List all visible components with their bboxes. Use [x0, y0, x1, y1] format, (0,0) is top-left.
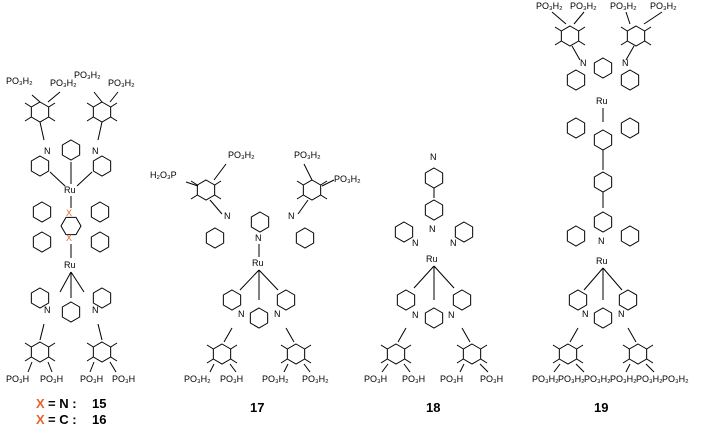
- compound-number-19: 19: [594, 400, 608, 415]
- metal-ru: Ru: [252, 258, 264, 268]
- bottom-label-3: PO₃H: [440, 374, 463, 384]
- metal-ru-2: Ru: [64, 260, 76, 270]
- bottom-label-3: PO₃H: [80, 374, 103, 384]
- n-atom: N: [412, 310, 419, 320]
- n-atom: N: [238, 309, 245, 319]
- top-label-2: PO₃H₂: [570, 1, 597, 11]
- legend-eq-2: = C :: [48, 412, 77, 427]
- compound-17: H₂O₃P PO₃H₂ PO₃H₂ PO₃H₂ N N N Ru N N: [150, 150, 361, 415]
- top-label-4: PO₃H₂: [108, 78, 135, 88]
- n-atom: N: [412, 238, 419, 248]
- n-atom: N: [618, 309, 625, 319]
- bottom-label-1: PO₃H₂: [184, 374, 211, 384]
- bottom-label-5: PO₃H₂: [636, 374, 663, 384]
- bottom-label-2: PO₃H: [220, 374, 243, 384]
- bottom-label-4: PO₃H₂: [302, 374, 329, 384]
- top-label-1: PO₃H₂: [6, 76, 33, 86]
- bottom-label-3: PO₃H₂: [262, 374, 289, 384]
- hetero-x-2: X: [66, 233, 72, 243]
- top-label-2: PO₃H₂: [50, 78, 77, 88]
- top-label-3: PO₃H₂: [294, 150, 321, 160]
- metal-ru-1: Ru: [596, 96, 608, 106]
- bottom-label-6: PO₃H₂: [662, 374, 689, 384]
- n-atom: N: [44, 146, 51, 156]
- legend-x-2: X: [36, 412, 45, 427]
- bottom-label-4: PO₃H₂: [610, 374, 637, 384]
- bottom-label-1: PO₃H: [6, 374, 29, 384]
- top-label-3: PO₃H₂: [74, 70, 101, 80]
- compound-18: N N N N Ru N N PO₃H PO₃H PO₃H PO₃H 18: [364, 152, 503, 415]
- legend-x-1: X: [36, 396, 45, 411]
- metal-ru-1: Ru: [64, 185, 76, 195]
- compound-15-16: PO₃H₂ PO₃H₂ PO₃H₂ PO₃H₂ N N Ru X X: [6, 70, 135, 384]
- bottom-label-2: PO₃H₂: [558, 374, 585, 384]
- compound-number-18: 18: [426, 400, 440, 415]
- bottom-label-1: PO₃H: [364, 374, 387, 384]
- n-atom: N: [582, 309, 589, 319]
- metal-ru: Ru: [426, 254, 438, 264]
- top-label-3: PO₃H₂: [610, 1, 637, 11]
- compound-19: PO₃H₂ PO₃H₂ PO₃H₂ PO₃H₂ N N Ru N Ru: [532, 1, 689, 415]
- n-atom: N: [622, 58, 629, 68]
- hetero-x-1: X: [66, 208, 72, 218]
- n-atom: N: [224, 211, 231, 221]
- compound-number-17: 17: [250, 400, 264, 415]
- legend: X = N : 15 X = C : 16: [36, 396, 106, 427]
- pyridine-n: N: [430, 152, 437, 162]
- metal-ru-2: Ru: [596, 256, 608, 266]
- bottom-label-4: PO₃H: [480, 374, 503, 384]
- n-atom: N: [429, 224, 436, 234]
- bottom-label-2: PO₃H: [402, 374, 425, 384]
- n-atom: N: [288, 211, 295, 221]
- n-atom: N: [44, 305, 51, 315]
- n-atom: N: [274, 309, 281, 319]
- n-atom: N: [598, 236, 605, 246]
- bottom-label-1: PO₃H₂: [532, 374, 559, 384]
- top-label-4: PO₃H₂: [650, 1, 677, 11]
- n-atom: N: [92, 305, 99, 315]
- legend-num-15: 15: [92, 396, 106, 411]
- n-atom: N: [92, 146, 99, 156]
- top-label-2: PO₃H₂: [228, 150, 255, 160]
- top-label-1: PO₃H₂: [536, 1, 563, 11]
- bottom-label-4: PO₃H: [112, 374, 135, 384]
- n-atom: N: [580, 58, 587, 68]
- n-atom: N: [450, 238, 457, 248]
- legend-num-16: 16: [92, 412, 106, 427]
- n-atom: N: [255, 233, 262, 243]
- top-label-1: H₂O₃P: [150, 170, 177, 180]
- n-atom: N: [448, 310, 455, 320]
- bottom-label-2: PO₃H: [40, 374, 63, 384]
- bottom-label-3: PO₃H₂: [584, 374, 611, 384]
- legend-eq-1: = N :: [48, 396, 77, 411]
- top-label-4: PO₃H₂: [334, 174, 361, 184]
